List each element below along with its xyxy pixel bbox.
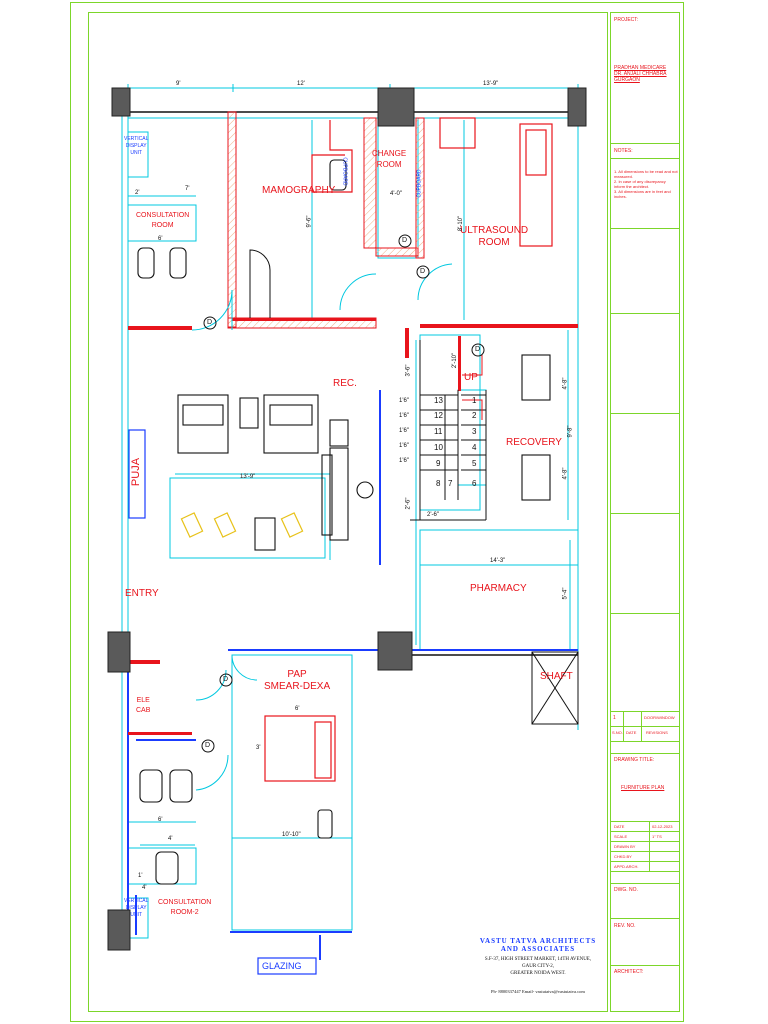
stair-tread-1: 1'6"	[399, 398, 409, 404]
stair-step-13: 13	[434, 396, 443, 405]
glazing-label: GLAZING	[262, 961, 302, 971]
dim-2: 2'	[135, 190, 140, 196]
dim-4-0: 4'-0"	[390, 191, 402, 197]
dim-6: 6'	[158, 236, 163, 242]
rev-no-label: REV. NO.	[614, 923, 636, 929]
dim-2-6-a: 2'-6"	[405, 497, 412, 510]
dim-top-13-9: 13'-9"	[483, 81, 499, 87]
room-recovery: RECOVERY	[506, 437, 562, 448]
drawing-frame	[88, 12, 608, 1012]
vertical-display-unit-bottom: VERTICAL DISPLAY UNIT	[124, 898, 149, 918]
dim-3-6: 3'-6"	[405, 364, 412, 377]
dim-3: 3'	[256, 745, 261, 751]
vertical-display-unit-top: VERTICAL DISPLAY UNIT	[124, 136, 149, 156]
legend-door-window: DOOR/WINDOW	[644, 715, 675, 720]
door-tag-3: D	[420, 268, 426, 275]
room-consultation: CONSULTATION ROOM	[136, 212, 190, 229]
stair-step-2: 2	[472, 411, 477, 420]
cupboard-label-2: CUPBOARD	[416, 169, 423, 198]
door-tag-1: D	[207, 319, 213, 326]
dim-6-cons: 6'	[158, 817, 163, 823]
notes-text: 1. All dimensions to be read and not mea…	[614, 169, 678, 199]
room-consultation-2: CONSULTATION ROOM-2	[158, 899, 212, 916]
checked-by-label: CHKD.BY	[614, 854, 632, 859]
room-puja: PUJA	[130, 457, 143, 487]
stair-tread-4: 1'6"	[399, 443, 409, 449]
door-tag-5: D	[223, 676, 229, 683]
notes-label: NOTES:	[614, 148, 633, 154]
firm-name: VASTU TATVA ARCHITECTS AND ASSOCIATES	[479, 937, 597, 953]
architect-label: ARCHITECT:	[614, 969, 644, 975]
dim-9-6: 9'-6"	[306, 215, 313, 228]
dim-2-6-b: 2'-6"	[427, 512, 439, 518]
room-entry: ENTRY	[125, 588, 159, 599]
stair-step-4: 4	[472, 443, 477, 452]
stair-step-10: 10	[434, 443, 443, 452]
dim-2-10: 2'-10"	[452, 352, 459, 369]
stair-tread-3: 1'6"	[399, 428, 409, 434]
cupboard-label-1: CUPBOARD	[341, 157, 348, 186]
dim-1: 1'	[138, 873, 143, 879]
room-ultrasound: ULTRASOUND ROOM	[460, 225, 529, 248]
dim-7: 7'	[185, 186, 190, 192]
approved-label: APPD.ARCH.	[614, 864, 639, 869]
stair-step-11: 11	[434, 427, 443, 436]
legend-sno-1: 1	[613, 715, 616, 721]
dim-6-pap: 6'	[295, 706, 300, 712]
room-mamography: MAMOGRAPHY	[262, 185, 336, 196]
dim-5-4: 5'-4"	[562, 587, 569, 600]
project-name: PRADHAN MEDICARE DR. ANJALI CHHABRA GURG…	[614, 65, 667, 83]
stair-step-7: 7	[448, 479, 453, 488]
dim-13-9: 13'-9"	[240, 474, 256, 480]
dim-10-10: 10'-10"	[282, 832, 301, 838]
dim-4-8-b: 4'-8"	[562, 467, 569, 480]
project-label: PROJECT:	[614, 17, 639, 23]
dim-8-10: 8'-10"	[458, 215, 465, 232]
firm-contact: Ph- 8800337447 Email- vastutatva@vastuta…	[491, 989, 585, 994]
stair-tread-5: 1'6"	[399, 458, 409, 464]
dim-4: 4'	[168, 836, 173, 842]
room-pharmacy: PHARMACY	[470, 583, 527, 594]
stair-step-3: 3	[472, 427, 477, 436]
legend-sno: S.NO.	[612, 730, 623, 735]
room-shaft: SHAFT	[540, 671, 573, 682]
stair-tread-2: 1'6"	[399, 413, 409, 419]
drawn-by-label: DRAWN BY	[614, 844, 636, 849]
room-ele-cab: ELE CAB	[136, 697, 151, 714]
dim-4-b: 4'	[142, 885, 147, 891]
stair-step-9: 9	[436, 459, 441, 468]
dim-top-12: 12'	[297, 81, 305, 87]
sheet-border	[70, 2, 684, 1022]
room-pap-smear-dexa: PAP SMEAR-DEXA	[264, 669, 331, 692]
door-tag-6: D	[205, 742, 211, 749]
dim-top-9: 9'	[176, 81, 181, 87]
date-label: DATE	[614, 824, 625, 829]
floor-plan	[107, 84, 587, 975]
legend-date: DATE	[626, 730, 637, 735]
stair-up: UP	[464, 372, 478, 383]
legend-revisions: REVISIONS	[646, 730, 668, 735]
stair-step-1: 1	[472, 396, 477, 405]
dwg-no-label: DWG. NO.	[614, 887, 638, 893]
stair-step-6: 6	[472, 479, 477, 488]
room-rec: REC.	[333, 378, 357, 389]
dim-4-8-a: 4'-8"	[562, 377, 569, 390]
door-tag-2: D	[402, 237, 408, 244]
stair-step-12: 12	[434, 411, 443, 420]
door-tag-4: D	[475, 346, 481, 353]
dim-14-3: 14'-3"	[490, 558, 506, 564]
stair-step-5: 5	[472, 459, 477, 468]
date-value: 02-12-2023	[652, 824, 673, 829]
firm-address: S.F-37, HIGH STREET MARKET, 14TH AVENUE,…	[484, 957, 592, 976]
scale-value: 1" TS	[652, 834, 662, 839]
scale-label: SCALE	[614, 834, 628, 839]
title-block: PROJECT: PRADHAN MEDICARE DR. ANJALI CHH…	[610, 12, 680, 1012]
room-change-room: CHANGE ROOM	[372, 149, 407, 169]
stair-step-8: 8	[436, 479, 441, 488]
drawing-title: FURNITURE PLAN	[621, 785, 665, 791]
drawing-title-label: DRAWING TITLE:	[614, 757, 655, 763]
dim-9-8: 9'-8"	[567, 425, 574, 438]
